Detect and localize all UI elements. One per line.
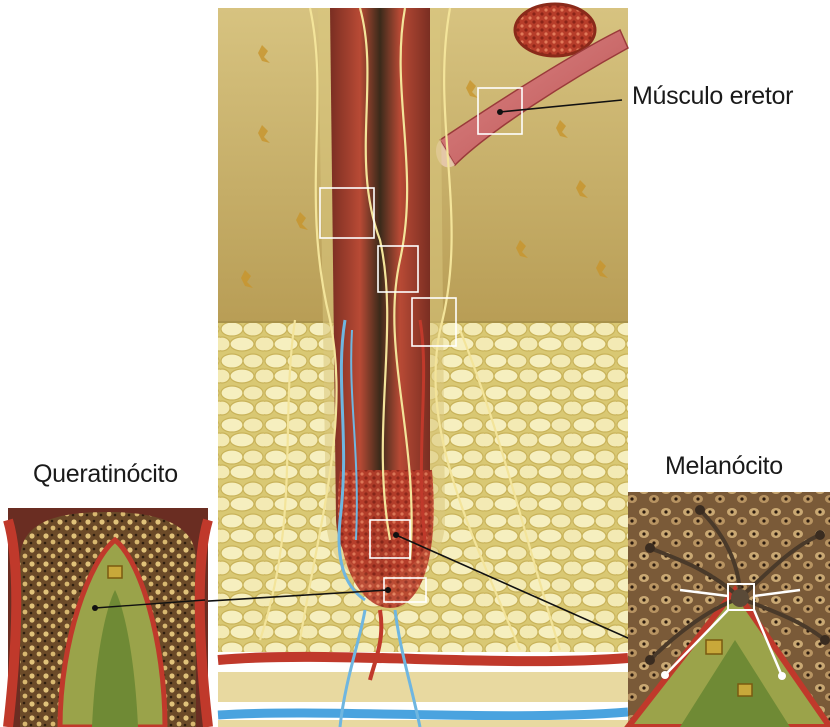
queratinocito-inset <box>8 508 208 727</box>
vein <box>218 712 628 716</box>
lower-layer <box>218 672 628 702</box>
melanocito-inset <box>628 492 830 727</box>
label-melanocito: Melanócito <box>665 452 783 481</box>
blood-vessel-cross-section <box>515 4 595 56</box>
label-queratinocito: Queratinócito <box>33 460 178 489</box>
label-musculo-eretor: Músculo eretor <box>632 82 793 111</box>
artery <box>218 657 628 661</box>
